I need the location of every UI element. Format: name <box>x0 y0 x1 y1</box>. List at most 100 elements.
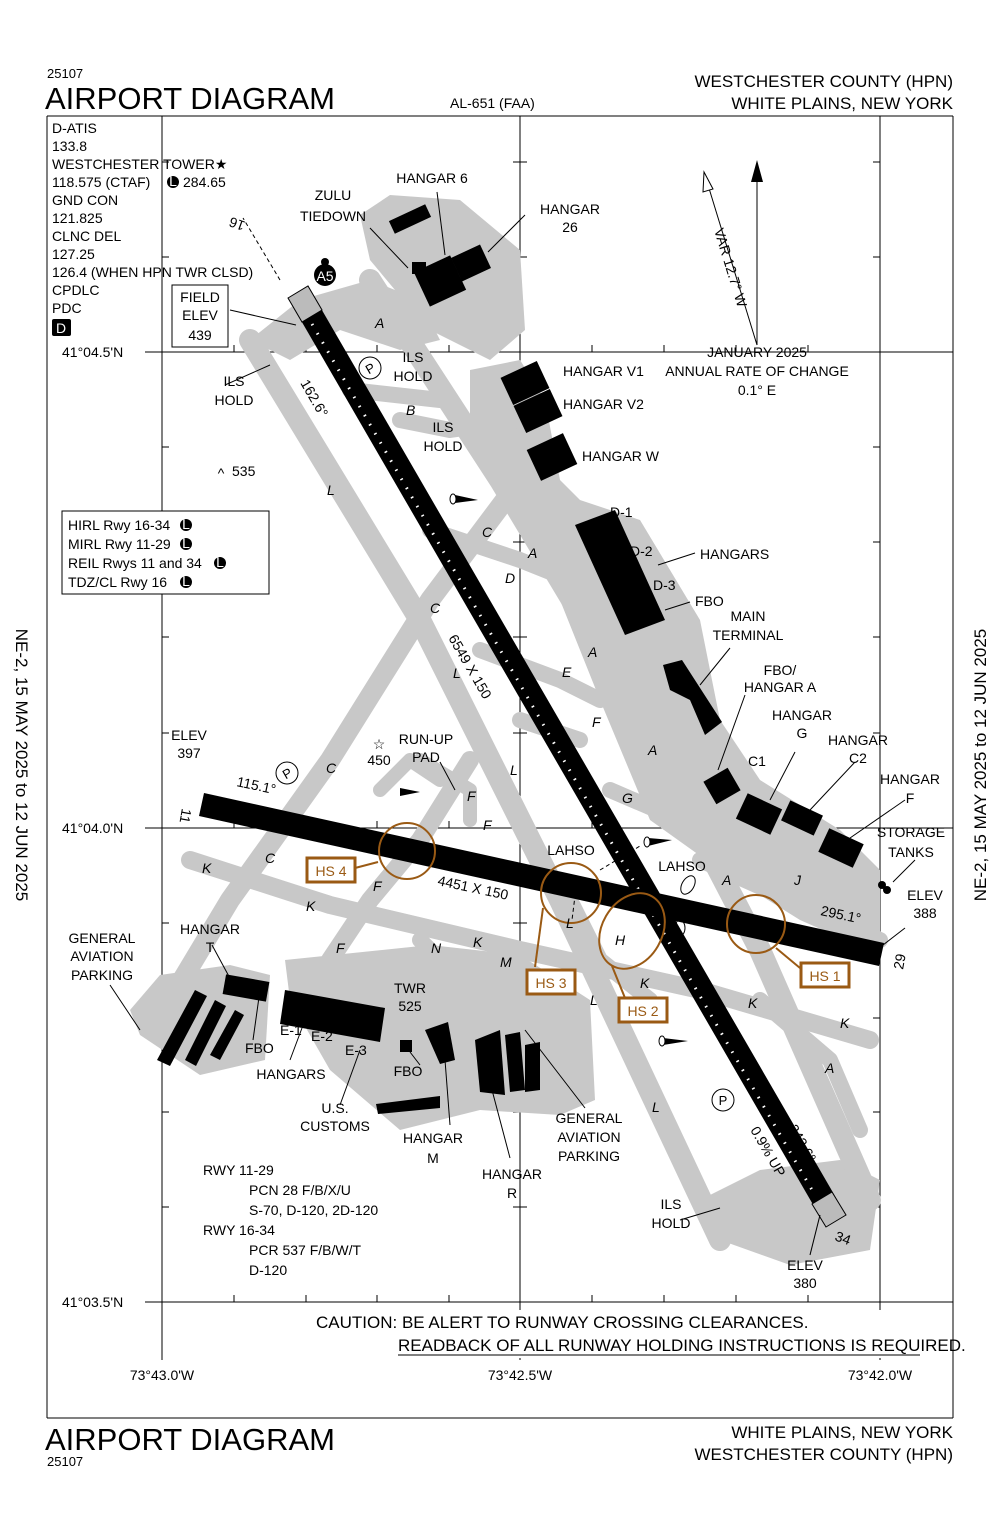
taxiway-label: E <box>562 664 572 680</box>
lighting-item: TDZ/CL Rwy 16 <box>68 574 167 590</box>
main-terminal-label: MAIN <box>731 608 766 624</box>
hot-spot-2: HS 2 <box>627 1003 658 1019</box>
pavement-line: PCN 28 F/B/X/U <box>249 1182 351 1198</box>
taxiway-label: N <box>431 940 442 956</box>
mag-rate: 0.1° E <box>738 382 776 398</box>
taxiway-labels: A B C A D C E A L L F A L F F G C C K F … <box>202 315 850 1115</box>
taxiway-label: K <box>202 860 212 876</box>
obstacle-icon: ^ <box>218 465 225 481</box>
freq-line: GND CON <box>52 192 118 208</box>
runway-11-29 <box>199 793 884 966</box>
taxiway-label: K <box>640 975 650 991</box>
hangar-c1-label: C1 <box>748 753 766 769</box>
pavement-info: RWY 11-29 PCN 28 F/B/X/U S-70, D-120, 2D… <box>203 1162 378 1278</box>
taxiway-label: C <box>326 760 337 776</box>
hot-spot-3: HS 3 <box>535 975 566 991</box>
taxiway-label: C <box>482 524 493 540</box>
pavement-line: D-120 <box>249 1262 287 1278</box>
ils-hold-label: ILS <box>223 373 244 389</box>
ils-hold-label: HOLD <box>424 438 463 454</box>
taxiway-label: K <box>840 1015 850 1031</box>
elev-label: ELEV <box>787 1257 823 1273</box>
hangar-t-label: HANGAR <box>180 921 240 937</box>
hangar-f-label: HANGAR <box>880 771 940 787</box>
field-elev-line: FIELD <box>180 289 220 305</box>
effective-dates-left: NE-2, 15 MAY 2025 to 12 JUN 2025 <box>12 629 31 901</box>
runway-end-11: 11 <box>176 807 194 824</box>
fbo-hangar-a-label: FBO/ <box>764 662 797 678</box>
coordinate-labels: 41°04.5'N 41°04.0'N 41°03.5'N 73°43.0'W … <box>60 344 926 1384</box>
freq-line: 127.25 <box>52 246 95 262</box>
runway-end-29: 29 <box>890 952 908 970</box>
customs-label: U.S. <box>321 1100 348 1116</box>
badge-letter: L <box>182 573 190 589</box>
taxiway-label: J <box>793 872 802 888</box>
taxiway-label: A <box>587 644 597 660</box>
taxiway-label: G <box>622 790 633 806</box>
ga-parking-label: AVIATION <box>557 1129 620 1145</box>
freq-line: 121.825 <box>52 210 103 226</box>
hangar-f-label: F <box>906 790 915 806</box>
runway-11-heading: 115.1° <box>235 773 277 797</box>
runway-16-34 <box>242 217 847 1228</box>
zulu-tiedown-label: ZULU <box>315 187 352 203</box>
taxiway-label: K <box>306 898 316 914</box>
tower-label: TWR <box>394 980 426 996</box>
taxiway-label: F <box>373 878 383 894</box>
facility-labels: ZULU TIEDOWN HANGAR 6 HANGAR 26 HANGAR V… <box>69 170 946 1231</box>
footer-chart-number: 25107 <box>47 1454 83 1469</box>
pavement-line: RWY 11-29 <box>203 1162 274 1178</box>
lahso-label: LAHSO <box>547 842 595 858</box>
badge-letter: D <box>56 320 66 336</box>
footer-city: WHITE PLAINS, NEW YORK <box>731 1423 953 1442</box>
ga-parking-label: PARKING <box>558 1148 620 1164</box>
lat-label: 41°03.5'N <box>62 1294 123 1310</box>
zulu-tiedown-label: TIEDOWN <box>300 208 366 224</box>
freq-line: 118.575 (CTAF) <box>52 174 150 190</box>
elevation-labels: ELEV 397 ELEV 388 ELEV 380 ^ 535 ☆ 450 T… <box>171 463 943 1291</box>
lon-label: 73°42.5'W <box>488 1367 553 1383</box>
north-arrow: VAR 12.7° W JANUARY 2025 ANNUAL RATE OF … <box>665 160 849 398</box>
taxiway-label: K <box>473 934 483 950</box>
taxiway-label: H <box>615 932 626 948</box>
mag-date: JANUARY 2025 <box>707 344 807 360</box>
taxiway-label: F <box>336 940 346 956</box>
obstacle-elev: 450 <box>367 752 391 768</box>
main-terminal-label: TERMINAL <box>713 627 784 643</box>
storage-tanks-label: STORAGE <box>877 824 945 840</box>
taxiway-label: D <box>505 570 515 586</box>
hangar-d2-label: D-2 <box>630 543 653 559</box>
elev-value: 388 <box>913 905 937 921</box>
lighting-item: HIRL Rwy 16-34 <box>68 517 170 533</box>
taxiway-label: F <box>483 817 493 833</box>
freq-line: 133.8 <box>52 138 87 154</box>
fbo-hangar-a-label: HANGAR A <box>744 679 817 695</box>
hangar-26-label: HANGAR <box>540 201 600 217</box>
fbo-label: FBO <box>695 593 724 609</box>
obstacle-elev: 535 <box>232 463 256 479</box>
field-elev-line: ELEV <box>182 307 218 323</box>
footer-airport: WESTCHESTER COUNTY (HPN) <box>695 1445 953 1464</box>
hangar-6-label: HANGAR 6 <box>396 170 468 186</box>
hot-spot-labels: HS 4 HS 3 HS 2 HS 1 <box>305 856 851 1024</box>
badge-letter: L <box>182 535 190 551</box>
hangar-w-label: HANGAR W <box>582 448 660 464</box>
ils-hold-label: HOLD <box>652 1215 691 1231</box>
chart-number: 25107 <box>47 66 83 81</box>
mag-variation: VAR 12.7° W <box>711 226 750 309</box>
hangar-d1-label: D-1 <box>610 504 633 520</box>
lighting-badge-icon <box>167 176 179 188</box>
ga-parking-label: AVIATION <box>70 948 133 964</box>
datalink-badge-icon <box>52 319 71 336</box>
lon-label: 73°43.0'W <box>130 1367 195 1383</box>
hangar-m-label: M <box>427 1150 439 1166</box>
hangar-v1-label: HANGAR V1 <box>563 363 644 379</box>
ils-hold-label: HOLD <box>215 392 254 408</box>
ga-parking-label: PARKING <box>71 967 133 983</box>
hangar-m-label: HANGAR <box>403 1130 463 1146</box>
taxiway-label: L <box>652 1099 660 1115</box>
ga-parking-label: GENERAL <box>69 930 136 946</box>
hangar-d3-label: D-3 <box>653 577 676 593</box>
lat-label: 41°04.0'N <box>62 820 123 836</box>
lon-label: 73°42.0'W <box>848 1367 913 1383</box>
